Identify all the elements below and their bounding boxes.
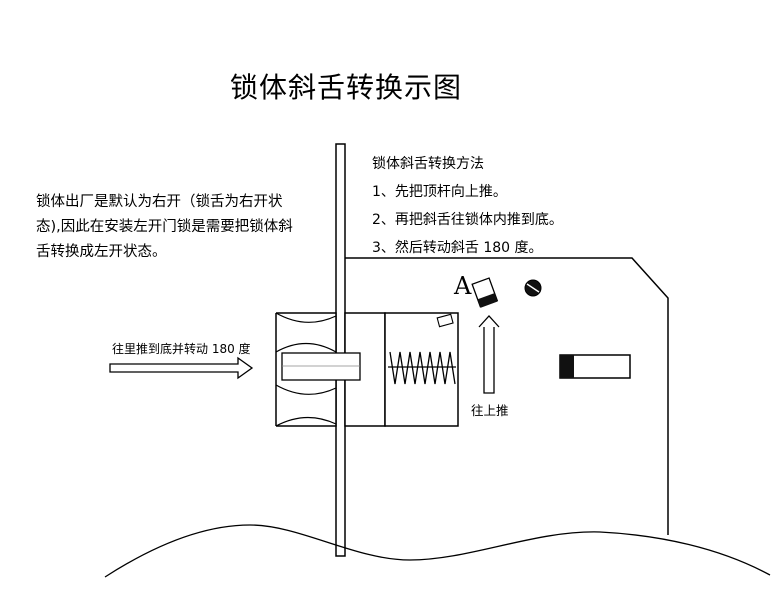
diagram-title: 锁体斜舌转换示图 (230, 71, 463, 104)
push-up-label: 往上推 (471, 403, 509, 418)
lock-body-outline (345, 257, 669, 535)
latch-tab (436, 313, 454, 328)
step-item: 2、再把斜舌往锁体内推到底。 (372, 212, 563, 228)
note-line: 锁体出厂是默认为右开（锁舌为右开状 (36, 194, 283, 210)
marker-a-label: A (454, 272, 472, 300)
factory-default-note: 锁体出厂是默认为右开（锁舌为右开状 态),因此在安装左开门锁是需要把锁体斜 舌转… (36, 190, 326, 265)
push-arrow (109, 356, 254, 380)
steps-heading: 锁体斜舌转换方法 (372, 156, 484, 172)
up-arrow (478, 315, 500, 394)
note-line: 态),因此在安装左开门锁是需要把锁体斜 (36, 219, 293, 235)
bolt-stem (281, 352, 361, 381)
ground-curve (104, 524, 771, 578)
push-rotate-label: 往里推到底并转动 180 度 (112, 342, 251, 356)
step-item: 1、先把顶杆向上推。 (372, 184, 507, 200)
right-slot (559, 354, 631, 379)
faceplate (335, 143, 346, 557)
push-rod (471, 277, 499, 308)
spring (388, 351, 456, 385)
screw (524, 279, 542, 297)
conversion-steps: 锁体斜舌转换方法 1、先把顶杆向上推。 2、再把斜舌往锁体内推到底。 3、然后转… (372, 150, 563, 262)
step-item: 3、然后转动斜舌 180 度。 (372, 240, 543, 256)
note-line: 舌转换成左开状态。 (36, 244, 167, 260)
